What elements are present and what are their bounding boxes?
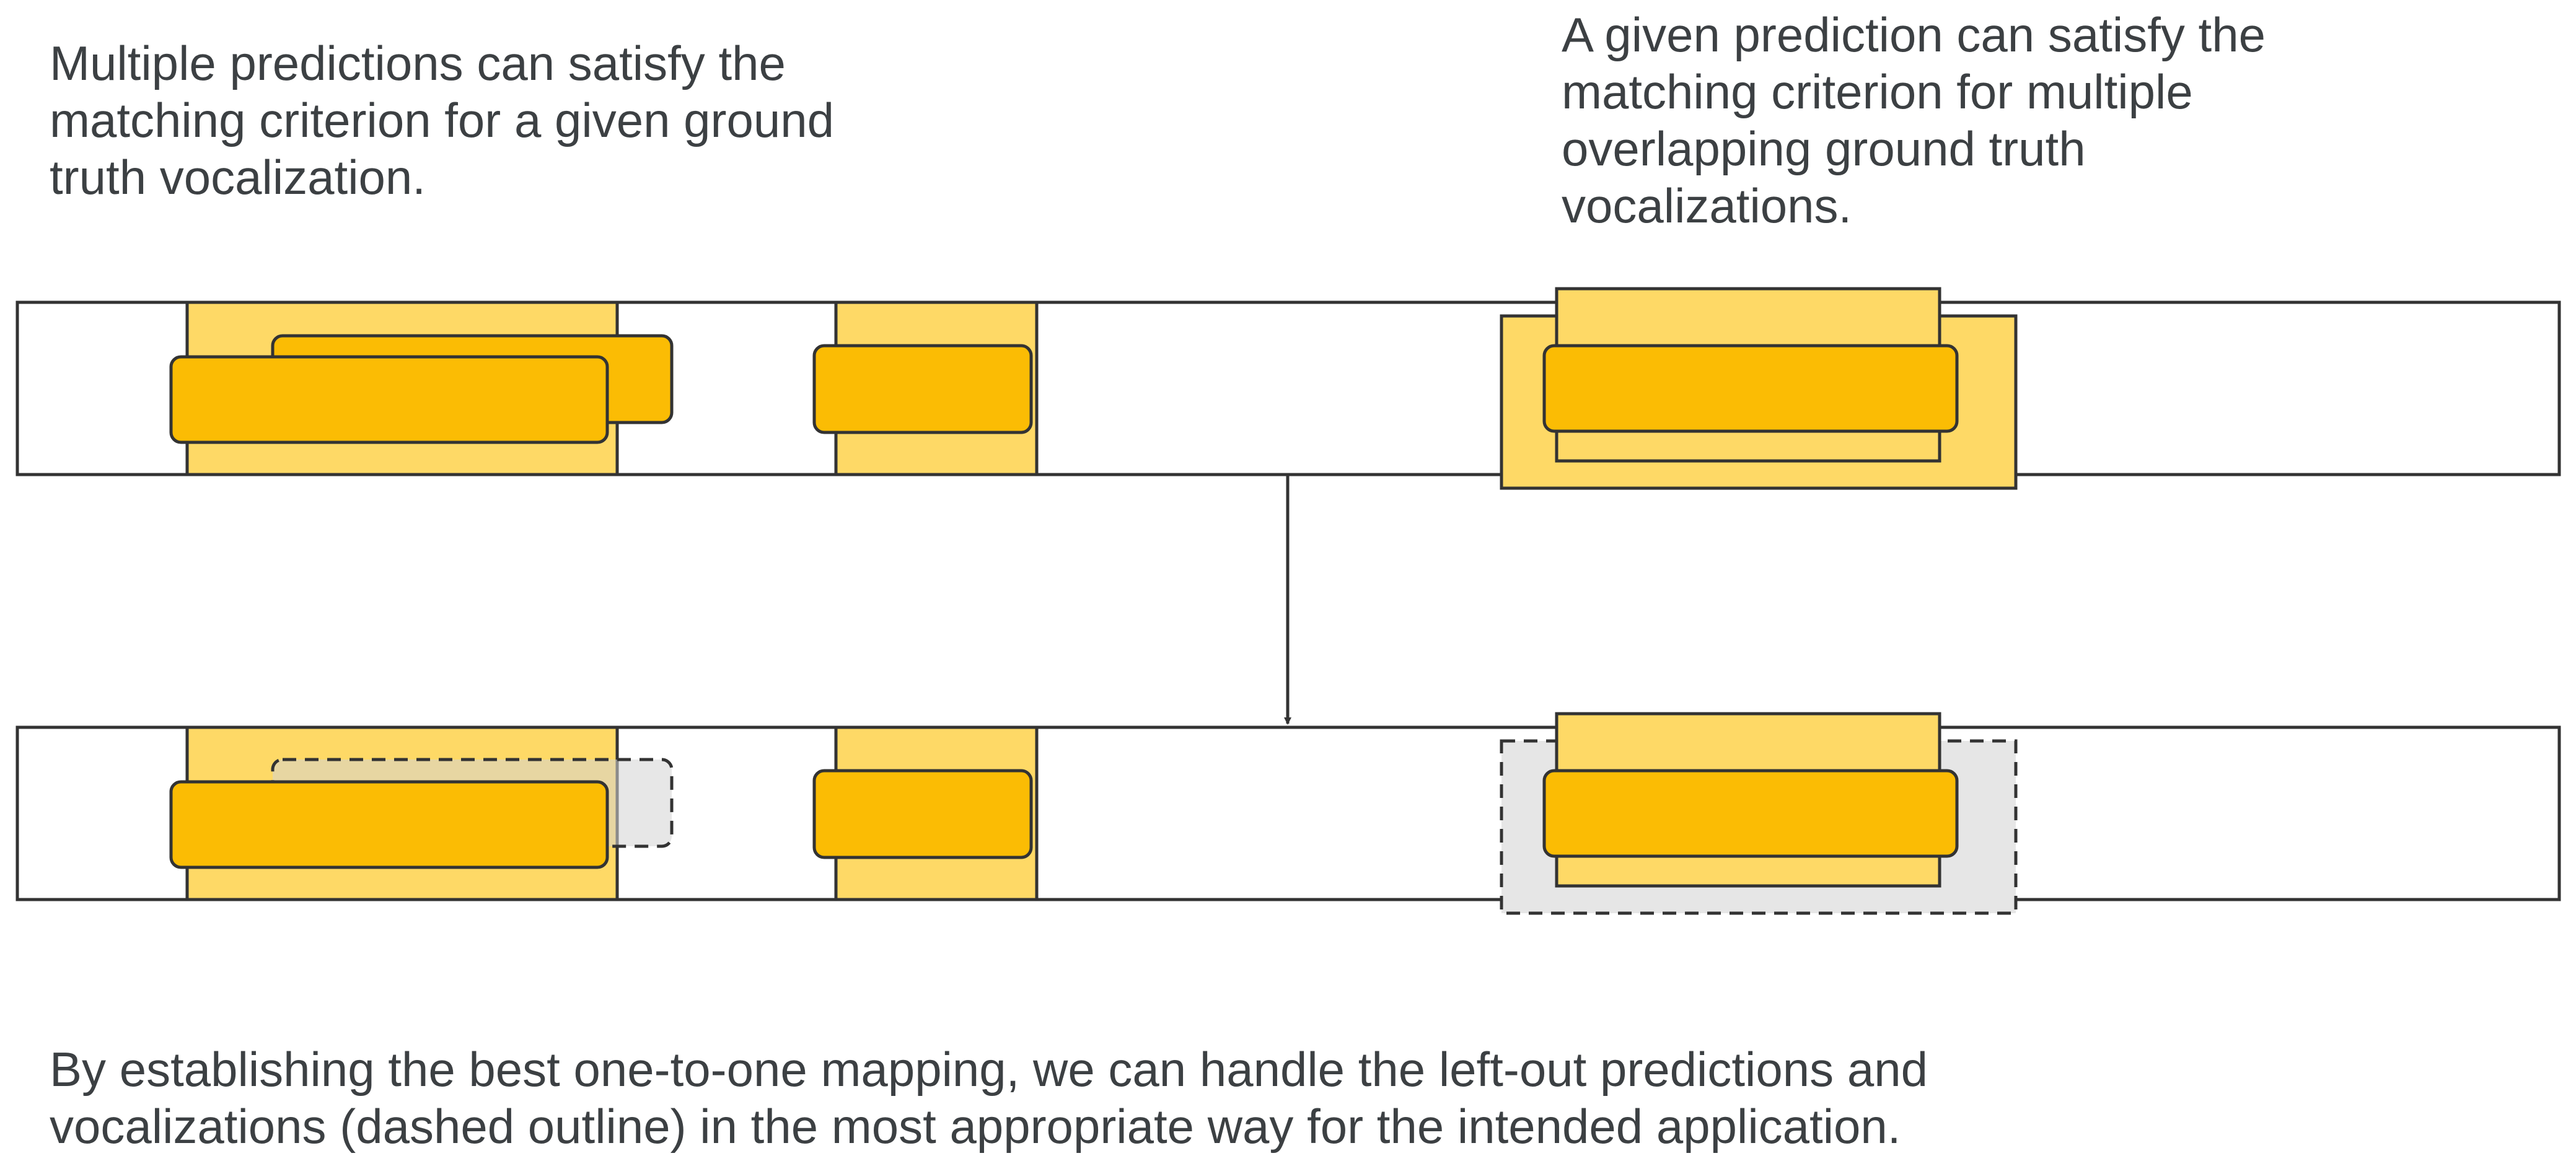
prediction bbox=[169, 355, 609, 444]
prediction bbox=[1542, 344, 1959, 433]
prediction bbox=[812, 344, 1033, 434]
prediction bbox=[1542, 769, 1959, 858]
caption-multiple-predictions: Multiple predictions can satisfy the mat… bbox=[50, 36, 835, 204]
timeline-before-matching bbox=[15, 287, 2561, 490]
caption-multiple-vocalizations: A given prediction can satisfy the match… bbox=[1562, 7, 2266, 233]
timeline-after-matching bbox=[15, 712, 2561, 915]
caption-one-to-one-mapping: By establishing the best one-to-one mapp… bbox=[50, 1042, 1928, 1154]
prediction bbox=[812, 769, 1033, 859]
prediction bbox=[169, 780, 609, 869]
